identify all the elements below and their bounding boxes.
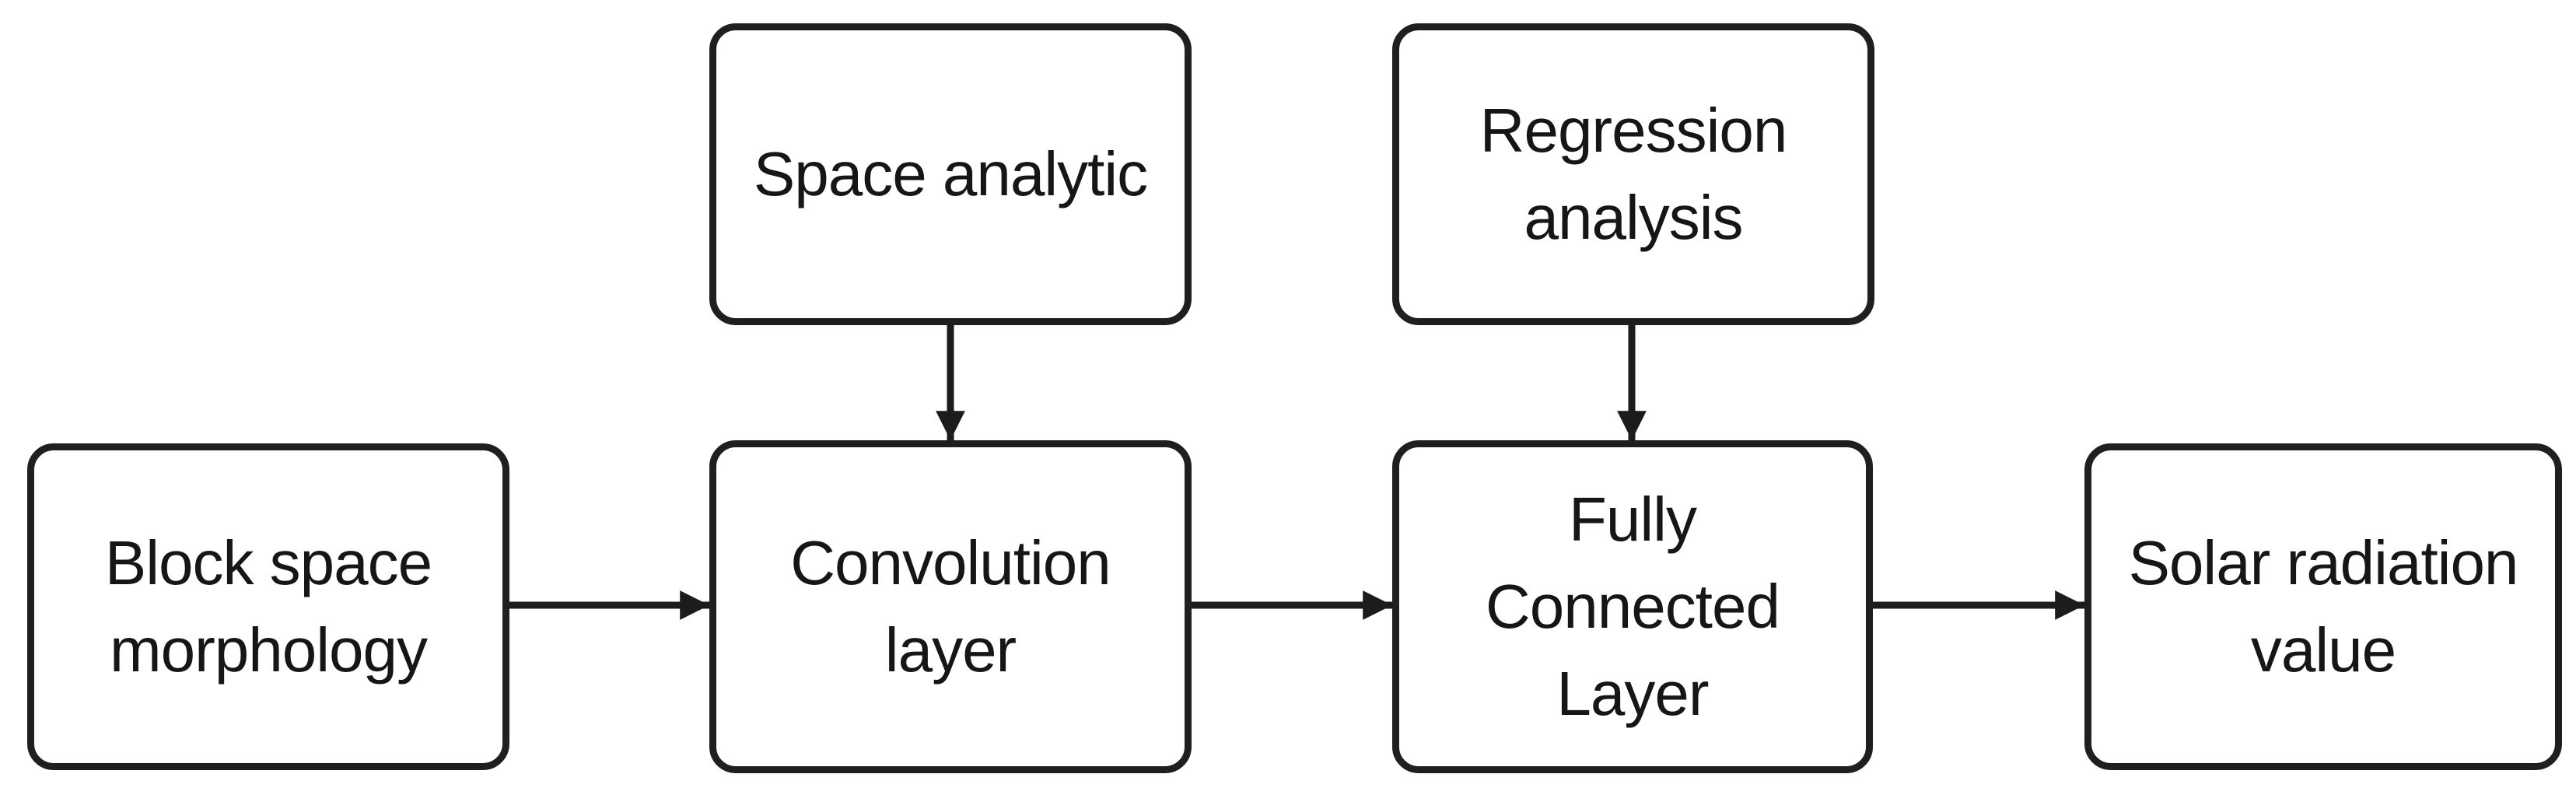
node-block-space-morphology-label: Block space morphology — [104, 528, 432, 685]
node-solar-radiation-value-label: Solar radiation value — [2128, 528, 2519, 685]
node-fully-connected-layer-label: Fully Connected Layer — [1486, 485, 1780, 728]
node-space-analytic: Space analytic — [709, 23, 1192, 325]
node-solar-radiation-value: Solar radiation value — [2084, 443, 2562, 770]
node-regression-analysis-label: Regression analysis — [1479, 96, 1788, 252]
node-space-analytic-label: Space analytic — [753, 139, 1148, 208]
node-convolution-layer: Convolution layer — [709, 440, 1192, 773]
node-regression-analysis: Regression analysis — [1392, 23, 1874, 325]
node-block-space-morphology: Block space morphology — [27, 443, 509, 770]
node-fully-connected-layer: Fully Connected Layer — [1392, 440, 1873, 773]
node-convolution-layer-label: Convolution layer — [790, 528, 1111, 685]
